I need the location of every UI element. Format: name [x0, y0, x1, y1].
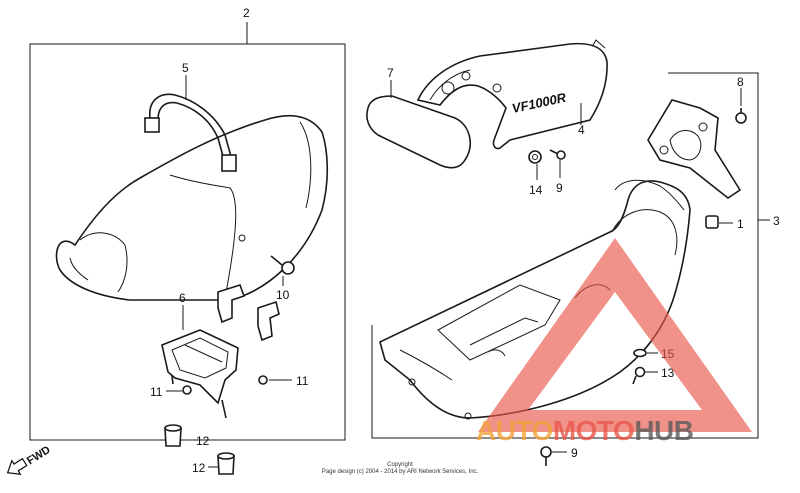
callout-6: 6: [179, 291, 186, 305]
fwd-direction-arrow: FWD: [6, 444, 53, 475]
watermark-logo: AUTOMOTOHUB: [476, 238, 752, 446]
callout-12-bottom: 12: [192, 461, 206, 475]
bolt-part-8[interactable]: [735, 108, 747, 124]
washer-part-15[interactable]: [633, 348, 647, 358]
callout-10: 10: [276, 288, 290, 302]
copyright-line-1: Copyright: [387, 462, 413, 468]
callout-3: 3: [773, 214, 780, 228]
callout-4: 4: [578, 123, 585, 137]
callout-7: 7: [387, 66, 394, 80]
seat-part[interactable]: [55, 114, 329, 301]
callout-14: 14: [529, 183, 543, 197]
callout-11-left: 11: [150, 385, 163, 399]
callout-12-top: 12: [196, 434, 210, 448]
seat-lock-frame-part[interactable]: [161, 329, 239, 419]
watermark-moto: MOTO: [553, 415, 634, 446]
callout-2: 2: [243, 6, 250, 20]
copyright-block: Copyright Page design (c) 2004 - 2014 by…: [322, 462, 479, 475]
screw-part-9-top[interactable]: [549, 149, 566, 160]
watermark-triangle: [478, 238, 752, 432]
tail-bracket[interactable]: [647, 99, 742, 199]
screw-part-13[interactable]: [632, 366, 646, 385]
tail-lens-part[interactable]: [366, 95, 471, 169]
leader-lines: [166, 75, 742, 468]
callout-5: 5: [182, 61, 189, 75]
callout-1: 1: [737, 217, 744, 231]
svg-text:AUTOMOTOHUB: AUTOMOTOHUB: [476, 415, 693, 446]
grommet-part-14[interactable]: [528, 150, 542, 164]
screw-part-9-bottom[interactable]: [540, 446, 552, 466]
nut-part-1[interactable]: [705, 215, 719, 229]
callout-11-right: 11: [296, 374, 309, 388]
group-frame-tail: [371, 72, 770, 439]
collar-parts-12[interactable]: [164, 424, 235, 475]
watermark-auto: AUTO: [476, 415, 553, 446]
callout-13: 13: [661, 366, 675, 380]
callout-9-bottom: 9: [571, 446, 578, 460]
nut-parts-11[interactable]: [182, 375, 268, 395]
callout-8: 8: [737, 75, 744, 89]
seat-brackets[interactable]: [217, 284, 280, 342]
callout-9-top: 9: [556, 181, 563, 195]
fwd-label: FWD: [25, 444, 53, 467]
copyright-line-2: Page design (c) 2004 - 2014 by ARI Netwo…: [322, 469, 479, 475]
seat-cowl-part[interactable]: VF1000R: [416, 39, 608, 150]
grab-rail-part[interactable]: [144, 93, 237, 172]
watermark-hub: HUB: [634, 415, 693, 446]
bolt-part-10[interactable]: [270, 255, 295, 275]
